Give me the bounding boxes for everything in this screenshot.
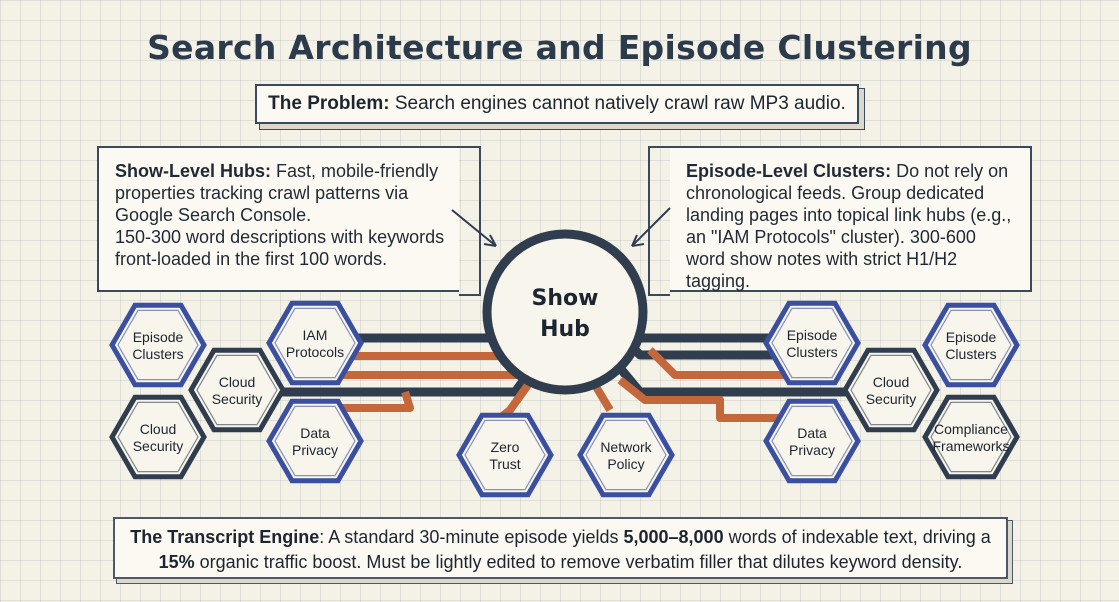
page-title: Search Architecture and Episode Clusteri… xyxy=(147,28,972,67)
hex-outline xyxy=(842,347,940,433)
arrow-left xyxy=(451,209,497,247)
hex-label-line: Zero xyxy=(491,439,520,455)
show-level-label: Show-Level Hubs: xyxy=(115,161,272,181)
hex-outline xyxy=(763,300,861,386)
hex-label-line: Episode xyxy=(133,329,184,345)
arrow-right xyxy=(631,207,671,247)
transcript-traffic-boost: 15% xyxy=(158,552,195,572)
hex-label-line: Frameworks xyxy=(932,438,1009,454)
hex-inner-outline xyxy=(117,401,199,473)
hex-outline xyxy=(922,302,1020,388)
transcript-text-3: organic traffic boost. Must be lightly e… xyxy=(194,552,963,572)
hex-label-line: Protocols xyxy=(286,344,344,360)
transcript-engine-callout: The Transcript Engine: A standard 30-min… xyxy=(113,517,1008,579)
hex-label-line: Security xyxy=(866,391,917,407)
transcript-text-1: : A standard 30-minute episode yields xyxy=(319,527,624,547)
hex-outline xyxy=(456,412,554,498)
hex-label-line: Clusters xyxy=(132,346,183,362)
hex-inner-outline xyxy=(771,405,853,477)
transcript-text-2: words of indexable text, driving a xyxy=(723,527,991,547)
hex-outline xyxy=(266,300,364,386)
episode-level-clusters-box: Episode-Level Clusters: Do not rely on c… xyxy=(648,146,1032,296)
hex-label-line: Compliance xyxy=(934,421,1008,437)
hex-label-line: Data xyxy=(797,425,827,441)
hex-label-line: Clusters xyxy=(945,346,996,362)
show-level-text-2: 150-300 word descriptions with keywords … xyxy=(115,227,445,269)
hub-line-1: Show xyxy=(532,286,599,311)
hex-label-line: Privacy xyxy=(789,442,835,458)
hex-label-line: Security xyxy=(212,391,263,407)
hex-label-line: Security xyxy=(133,438,184,454)
hex-inner-outline xyxy=(196,354,278,426)
hex-label-line: Network xyxy=(600,439,652,455)
hex-outline xyxy=(922,394,1020,480)
problem-text: Search engines cannot natively crawl raw… xyxy=(389,93,846,114)
hex-inner-outline xyxy=(274,405,356,477)
episode-level-text: Do not rely on chronological feeds. Grou… xyxy=(686,161,1012,291)
hex-inner-outline xyxy=(464,419,546,491)
hex-label-line: Data xyxy=(300,425,330,441)
episode-level-label: Episode-Level Clusters: xyxy=(686,161,892,181)
show-level-text: Fast, mobile-friendly properties trackin… xyxy=(115,161,439,225)
hex-label-line: Episode xyxy=(787,327,838,343)
transcript-label: The Transcript Engine xyxy=(130,527,320,547)
hex-outline xyxy=(763,398,861,484)
hex-label-line: Episode xyxy=(946,329,997,345)
hex-label-line: Privacy xyxy=(292,442,338,458)
hex-label-line: Cloud xyxy=(873,374,910,390)
hex-label-line: Cloud xyxy=(140,421,177,437)
hex-outline xyxy=(109,302,207,388)
hex-outline xyxy=(188,347,286,433)
hex-label-line: Cloud xyxy=(219,374,256,390)
show-level-hubs-box: Show-Level Hubs: Fast, mobile-friendly p… xyxy=(97,146,481,296)
hex-inner-outline xyxy=(771,307,853,379)
hex-outline xyxy=(577,412,675,498)
hex-inner-outline xyxy=(117,309,199,381)
show-hub: Show Hub xyxy=(482,229,648,395)
hub-line-2: Hub xyxy=(540,317,590,342)
problem-label: The Problem: xyxy=(268,93,390,114)
hex-outline xyxy=(266,398,364,484)
hex-inner-outline xyxy=(930,401,1012,473)
hex-label-line: IAM xyxy=(303,327,328,343)
hex-label-line: Policy xyxy=(607,456,644,472)
hex-label-line: Clusters xyxy=(786,344,837,360)
hex-outline xyxy=(109,394,207,480)
hex-inner-outline xyxy=(850,354,932,426)
problem-callout: The Problem: Search engines cannot nativ… xyxy=(255,84,859,124)
hex-inner-outline xyxy=(585,419,667,491)
hex-inner-outline xyxy=(930,309,1012,381)
transcript-word-range: 5,000–8,000 xyxy=(623,527,724,547)
hex-inner-outline xyxy=(274,307,356,379)
hex-label-line: Trust xyxy=(489,456,520,472)
